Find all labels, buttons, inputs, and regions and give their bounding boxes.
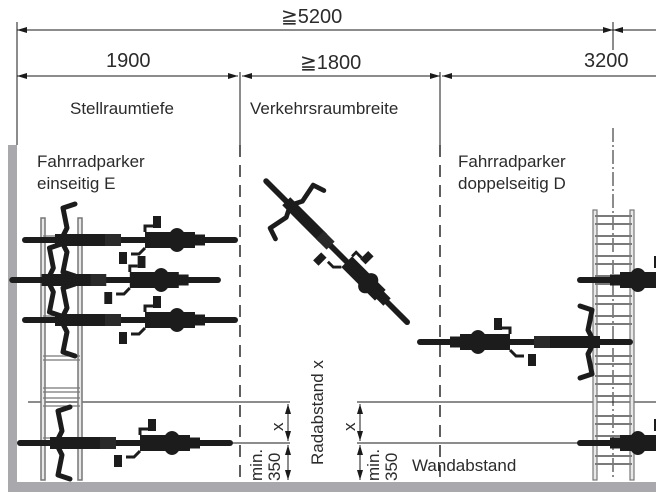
- dim-verkehrsraum: ≧1800: [300, 52, 362, 74]
- bike-single-4: [20, 407, 230, 479]
- label-350-right: 350: [382, 452, 401, 481]
- label-single-line1: Fahrradparker: [37, 152, 145, 171]
- wall-bottom: [8, 482, 656, 492]
- label-stellraumtiefe: Stellraumtiefe: [70, 99, 174, 118]
- label-single-line2: einseitig E: [37, 174, 116, 193]
- label-min-right: min.: [364, 448, 383, 481]
- bike-diagonal: [242, 157, 431, 346]
- label-double-line2: doppelseitig D: [458, 174, 566, 193]
- label-double-line1: Fahrradparker: [458, 152, 566, 171]
- bike-single-3: [25, 284, 235, 356]
- dim-stellraum: 1900: [106, 50, 151, 72]
- label-x-left: x: [268, 422, 287, 432]
- label-wandabstand: Wandabstand: [412, 456, 517, 475]
- wall-left: [8, 145, 17, 490]
- label-verkehrsraumbreite: Verkehrsraumbreite: [250, 99, 399, 118]
- bike-double-1: [580, 244, 656, 316]
- bike-double-3: [580, 407, 656, 479]
- dim-doppel: 3200: [584, 50, 629, 72]
- dim-total: ≧5200: [281, 6, 343, 28]
- label-radabstand: Radabstand x: [308, 360, 327, 465]
- label-x-right: x: [340, 422, 359, 432]
- label-350-left: 350: [265, 452, 284, 481]
- label-min-left: min.: [247, 448, 266, 481]
